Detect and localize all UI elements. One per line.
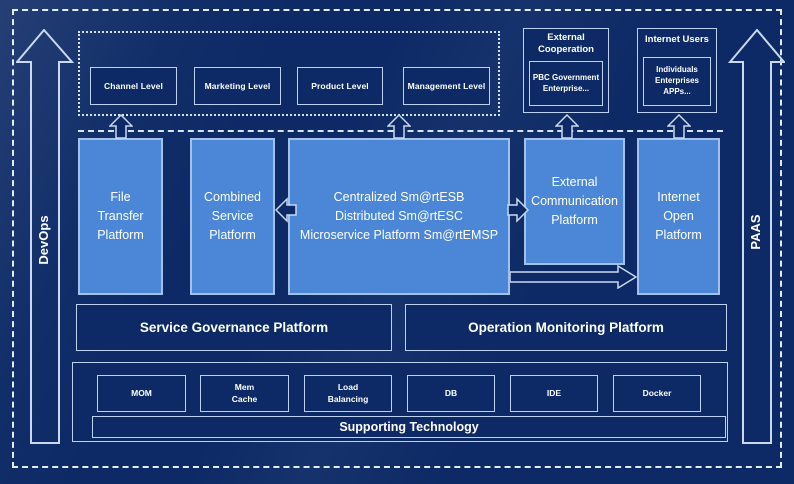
level-box-marketing: Marketing Level: [194, 67, 281, 105]
operation-monitoring-platform-box: Operation Monitoring Platform: [405, 304, 727, 351]
level-label: Management Level: [407, 81, 486, 91]
tech-box-memcache: Mem Cache: [200, 375, 289, 412]
operation-monitoring-platform-label: Operation Monitoring Platform: [468, 320, 664, 335]
devops-rail-label: DevOps: [36, 215, 51, 265]
file-transfer-platform-box: File Transfer Platform: [78, 138, 163, 295]
tech-label: IDE: [546, 387, 562, 398]
supporting-technology-label: Supporting Technology: [339, 420, 479, 434]
combined-service-platform-label: Combined Service Platform: [204, 190, 261, 242]
internet-users-members-label: Individuals Enterprises APPs...: [654, 65, 700, 96]
external-cooperation-title: External Cooperation: [538, 32, 594, 55]
levels-dashed-group: [78, 31, 500, 116]
flow-right-arrow-icon: [510, 265, 637, 289]
tech-label: Load Balancing: [327, 381, 369, 404]
tech-box-docker: Docker: [613, 375, 701, 412]
level-box-product: Product Level: [297, 67, 383, 105]
level-label: Channel Level: [104, 81, 163, 91]
up-arrow-icon: [109, 114, 133, 139]
service-governance-platform-label: Service Governance Platform: [139, 320, 329, 335]
internet-open-platform-label: Internet Open Platform: [655, 190, 702, 242]
internet-open-platform-box: Internet Open Platform: [637, 138, 720, 295]
outer-dashed-frame: [12, 9, 782, 468]
left-arrow-icon: [275, 197, 297, 223]
tech-label: Docker: [642, 387, 672, 398]
paas-rail-label: PAAS: [748, 214, 763, 250]
tech-box-load-balancing: Load Balancing: [304, 375, 392, 412]
external-cooperation-members: PBC Government Enterprise...: [529, 61, 603, 106]
devops-up-arrow-icon: [16, 29, 74, 444]
tech-box-ide: IDE: [510, 375, 598, 412]
external-cooperation-members-label: PBC Government Enterprise...: [532, 72, 600, 93]
file-transfer-platform-label: File Transfer Platform: [97, 190, 144, 242]
esb-platform-box: Centralized Sm@rtESB Distributed Sm@rtES…: [288, 138, 510, 295]
internet-users-members: Individuals Enterprises APPs...: [643, 57, 711, 106]
level-box-management: Management Level: [403, 67, 490, 105]
level-label: Product Level: [311, 81, 369, 91]
combined-service-platform-box: Combined Service Platform: [190, 138, 275, 295]
level-box-channel: Channel Level: [90, 67, 177, 105]
esb-platform-label: Centralized Sm@rtESB Distributed Sm@rtES…: [299, 190, 499, 242]
tech-box-db: DB: [407, 375, 495, 412]
service-governance-platform-box: Service Governance Platform: [76, 304, 392, 351]
tech-label: MOM: [131, 387, 152, 398]
supporting-technology-bar: Supporting Technology: [92, 416, 726, 438]
tech-box-mom: MOM: [97, 375, 186, 412]
tech-label: Mem Cache: [231, 381, 258, 404]
up-arrow-icon: [555, 114, 579, 139]
paas-up-arrow-icon: [728, 29, 785, 444]
level-label: Marketing Level: [204, 81, 271, 91]
external-communication-platform-box: External Communication Platform: [524, 138, 625, 265]
external-communication-platform-label: External Communication Platform: [531, 175, 618, 227]
internet-users-title: Internet Users: [645, 34, 709, 45]
right-arrow-icon: [507, 197, 529, 223]
up-arrow-icon: [667, 114, 691, 139]
up-arrow-icon: [387, 114, 411, 139]
tech-label: DB: [444, 387, 458, 398]
